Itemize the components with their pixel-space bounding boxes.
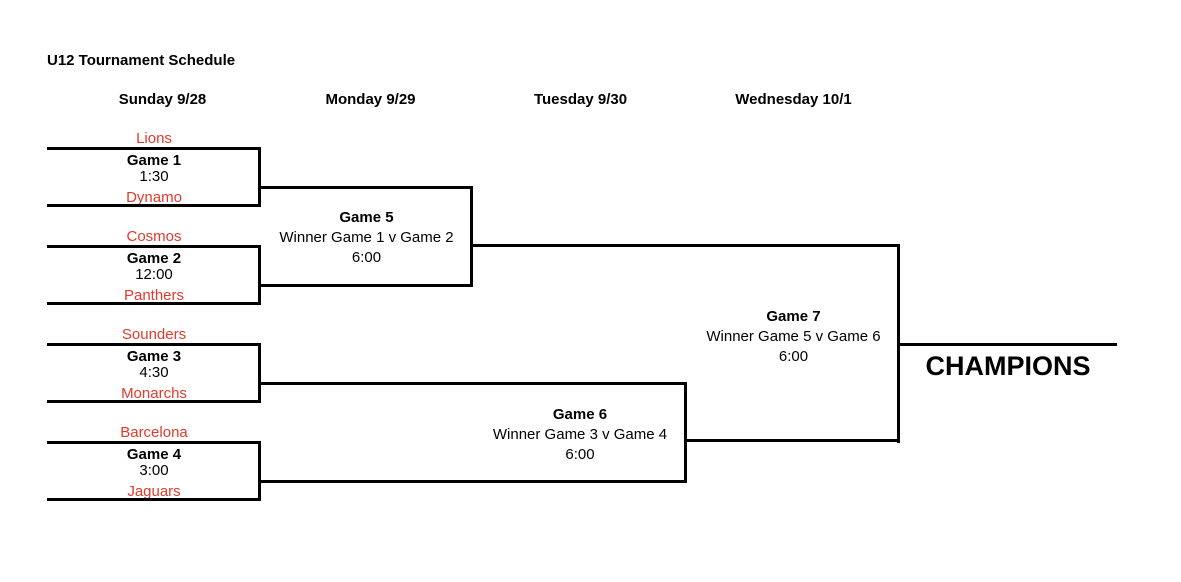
bracket-line-game-4-top: [47, 441, 261, 444]
bracket-line-game-2-bottom: [47, 302, 261, 305]
game-1-cell: Lions Game 1 1:30 Dynamo: [47, 129, 261, 211]
game-2-team-bottom: Panthers: [123, 287, 185, 304]
bracket-line-game-2-right: [258, 245, 261, 305]
bracket-line-game-4-bottom: [47, 498, 261, 501]
game-5-description: Winner Game 1 v Game 2: [279, 229, 454, 246]
game-4-cell: Barcelona Game 4 3:00 Jaguars: [47, 423, 261, 505]
game-1-label: Game 1: [126, 152, 182, 169]
game-7-description: Winner Game 5 v Game 6: [706, 328, 881, 345]
bracket-line-game-1-right: [258, 147, 261, 207]
connector-game-2-to-game-5: [258, 284, 473, 287]
game-5-time: 6:00: [351, 249, 382, 266]
column-header-tuesday: Tuesday 9/30: [533, 91, 628, 108]
bracket-line-game-3-top: [47, 343, 261, 346]
connector-game-1-to-game-5: [258, 186, 473, 189]
match-game-6: Game 6 Winner Game 3 v Game 4 6:00: [473, 405, 687, 465]
game-5-label: Game 5: [339, 209, 394, 226]
column-header-sunday: Sunday 9/28: [118, 91, 207, 108]
connector-game-4-to-game-6: [258, 480, 687, 483]
game-3-time: 4:30: [139, 364, 169, 381]
game-2-label: Game 2: [126, 250, 182, 267]
game-7-label: Game 7: [766, 308, 821, 325]
bracket-line-game-1-bottom: [47, 204, 261, 207]
game-3-team-top: Sounders: [121, 326, 187, 343]
game-2-time: 12:00: [135, 266, 173, 283]
game-4-label: Game 4: [126, 446, 182, 463]
connector-game-6-to-final: [684, 439, 900, 442]
column-header-monday: Monday 9/29: [325, 91, 416, 108]
page-title: U12 Tournament Schedule: [47, 52, 236, 69]
game-2-team-top: Cosmos: [126, 228, 182, 245]
connector-game-3-to-game-6: [258, 382, 687, 385]
game-6-description: Winner Game 3 v Game 4: [492, 426, 668, 443]
game-3-label: Game 3: [126, 348, 182, 365]
game-3-cell: Sounders Game 3 4:30 Monarchs: [47, 325, 261, 407]
game-6-label: Game 6: [552, 406, 608, 423]
bracket-line-game-5-right: [470, 186, 473, 287]
bracket-line-game-3-bottom: [47, 400, 261, 403]
bracket-line-game-3-right: [258, 343, 261, 403]
game-4-team-top: Barcelona: [120, 424, 188, 441]
game-4-team-bottom: Jaguars: [127, 483, 181, 500]
game-1-team-top: Lions: [136, 130, 172, 147]
bracket-line-game-4-right: [258, 441, 261, 501]
match-game-5: Game 5 Winner Game 1 v Game 2 6:00: [259, 208, 474, 268]
game-3-team-bottom: Monarchs: [121, 385, 187, 402]
game-7-time: 6:00: [778, 348, 809, 365]
game-4-time: 3:00: [139, 462, 169, 479]
champion-line: [897, 343, 1117, 346]
bracket-line-game-2-top: [47, 245, 261, 248]
champions-label: CHAMPIONS: [925, 351, 1091, 381]
column-header-wednesday: Wednesday 10/1: [735, 91, 852, 108]
bracket-line-game-1-top: [47, 147, 261, 150]
game-2-cell: Cosmos Game 2 12:00 Panthers: [47, 227, 261, 309]
bracket-line-game-6-right: [684, 382, 687, 483]
game-1-time: 1:30: [139, 168, 169, 185]
match-game-7: Game 7 Winner Game 5 v Game 6 6:00: [687, 307, 900, 367]
game-6-time: 6:00: [565, 446, 595, 463]
game-1-team-bottom: Dynamo: [126, 189, 182, 206]
connector-game-5-to-final: [470, 244, 900, 247]
